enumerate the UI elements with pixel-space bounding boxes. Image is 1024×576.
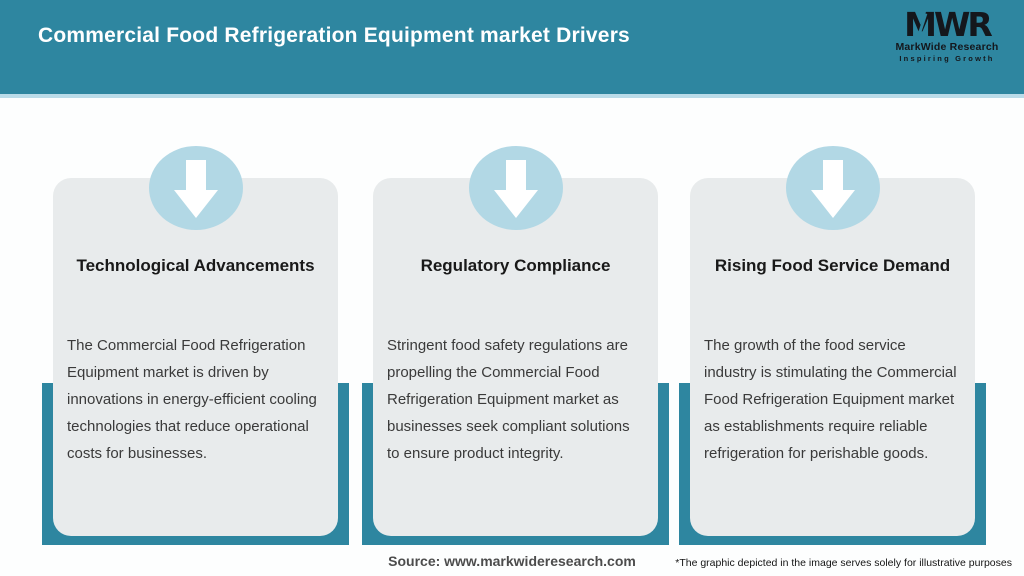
disclaimer-text: *The graphic depicted in the image serve… <box>675 557 1012 569</box>
logo-tagline: Inspiring Growth <box>899 54 995 63</box>
source-text: Source: www.markwideresearch.com <box>388 553 636 569</box>
card-panel: Rising Food Service Demand The growth of… <box>690 178 975 536</box>
logo-acronym-text: MWR <box>904 5 993 44</box>
card-body: Stringent food safety regulations are pr… <box>387 337 630 462</box>
card-body: The Commercial Food Refrigeration Equipm… <box>67 337 317 462</box>
down-arrow-icon <box>785 146 880 230</box>
card-title: Regulatory Compliance <box>420 256 611 275</box>
card-body: The growth of the food service industry … <box>704 337 957 462</box>
driver-card-regulatory-compliance: Regulatory Compliance Stringent food saf… <box>362 146 669 545</box>
card-title: Technological Advancements <box>76 256 315 275</box>
card-panel: Regulatory Compliance Stringent food saf… <box>373 178 658 536</box>
logo-company-name: MarkWide Research <box>895 41 999 53</box>
down-arrow-icon <box>468 146 563 230</box>
driver-card-technological-advancements: Technological Advancements The Commercia… <box>42 146 349 545</box>
page-title: Commercial Food Refrigeration Equipment … <box>38 24 630 47</box>
card-title: Rising Food Service Demand <box>714 256 951 275</box>
logo-mwr-monogram: MWR <box>887 8 1007 41</box>
driver-card-rising-food-service-demand: Rising Food Service Demand The growth of… <box>679 146 986 545</box>
markwide-research-logo: MWR MarkWide Research Inspiring Growth <box>887 8 1007 63</box>
down-arrow-icon <box>148 146 243 230</box>
card-panel: Technological Advancements The Commercia… <box>53 178 338 536</box>
header: Commercial Food Refrigeration Equipment … <box>0 0 1024 98</box>
